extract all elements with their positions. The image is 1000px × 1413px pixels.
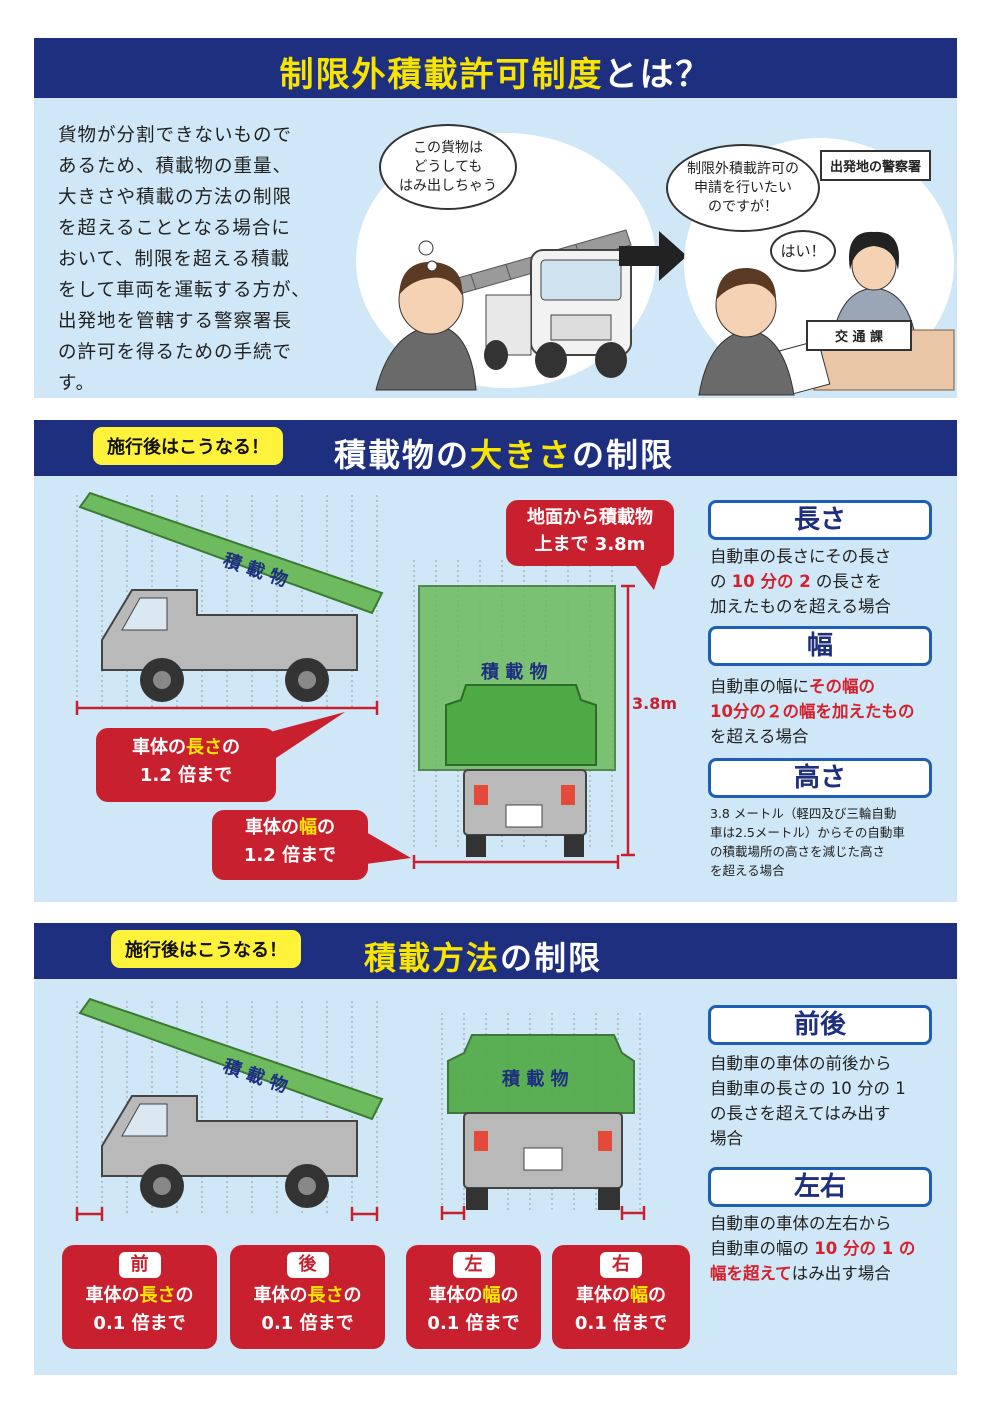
truck-rear-view: 積 載 物 — [440, 1013, 646, 1220]
intro-line: の許可を得るための手続で — [58, 342, 293, 363]
driver-figure — [375, 261, 477, 391]
arrow-right-icon — [619, 231, 687, 281]
truck-rear-view: 積 載 物 — [412, 560, 635, 869]
height-heading: 高さ — [708, 758, 932, 798]
width-description: 自動車の幅にその幅の 10分の２の幅を加えたもの を超える場合 — [710, 677, 915, 746]
width-dimension-line — [412, 855, 620, 869]
front-rear-description: 自動車の車体の前後から 自動車の長さの 10 分の 1 の長さを超えてはみ出す … — [710, 1054, 906, 1148]
rear-limit-box: 後 車体の長さの 0.1 倍まで — [230, 1245, 385, 1349]
section-title-bar: 制限外積載許可制度とは？ — [34, 38, 957, 98]
front-limit-box: 前 車体の長さの 0.1 倍まで — [62, 1245, 217, 1349]
left-limit-box: 左 車体の幅の 0.1 倍まで — [406, 1245, 541, 1349]
intro-line: す。 — [58, 373, 96, 394]
section-title: 制限外積載許可制度とは？ — [279, 55, 712, 95]
callout-pointer — [366, 832, 411, 864]
police-station-sign: 出発地の警察署 — [820, 150, 932, 181]
left-right-description: 自動車の車体の左右から 自動車の幅の 10 分の 1 の 幅を超えてはみ出す場合 — [710, 1214, 916, 1283]
height-dimension-line — [621, 584, 635, 857]
intro-line: あるため、積載物の重量、 — [58, 156, 293, 177]
intro-text: 貨物が分割できないもので あるため、積載物の重量、 大きさや積載の方法の制限 を… — [58, 120, 358, 399]
truck-body — [101, 1095, 358, 1208]
speech-bubble-request: 制限外積載許可の申請を行いたいのですが！ — [666, 144, 820, 232]
thought-dot — [426, 260, 438, 272]
section-loading-method-limits: 積載方法の制限 施行後はこうなる！ 積 載 物 — [34, 923, 957, 1375]
section-permit-overview: 制限外積載許可制度とは？ 貨物が分割できないもので あるため、積載物の重量、 大… — [34, 38, 957, 398]
right-overhang-line — [620, 1206, 646, 1220]
front-rear-heading: 前後 — [708, 1005, 932, 1045]
speech-bubble-officer: はい！ — [770, 230, 836, 272]
section-title: 積載方法の制限 — [364, 939, 603, 977]
intro-line: をして車両を運転する方が、 — [58, 280, 311, 301]
intro-line: 大きさや積載の方法の制限 — [58, 187, 293, 208]
width-limit-box: 車体の幅の 1.2 倍まで — [212, 810, 368, 880]
length-dimension-line — [75, 701, 379, 715]
cargo-block — [78, 491, 384, 615]
left-overhang-line — [440, 1206, 466, 1220]
width-heading: 幅 — [708, 626, 932, 666]
truck-side-view: 積 載 物 — [75, 997, 384, 1221]
section-size-limits: 積載物の大きさの制限 施行後はこうなる！ 積 載 物 車体の長さの 1.2 倍ま… — [34, 420, 957, 902]
after-enforcement-badge: 施行後はこうなる！ — [108, 927, 304, 971]
cargo-label: 積 載 物 — [501, 1068, 569, 1090]
length-description: 自動車の長さにその長さ の 10 分の 2 の長さを 加えたものを超える場合 — [710, 547, 892, 616]
truck-rear — [445, 684, 597, 857]
traffic-division-sign: 交 通 課 — [806, 320, 912, 351]
intro-line: 出発地を管轄する警察署長 — [58, 311, 293, 332]
height-callout-box: 地面から積載物 上まで 3.8m — [506, 500, 674, 566]
left-right-heading: 左右 — [708, 1167, 932, 1207]
intro-line: おいて、制限を超える積載 — [58, 249, 290, 270]
truck-side-view: 積 載 物 — [75, 491, 384, 715]
truck-front — [484, 249, 632, 378]
truck-body — [101, 589, 358, 702]
rear-overhang-line — [350, 1207, 379, 1221]
intro-line: を超えることとなる場合に — [58, 218, 291, 239]
intro-line: 貨物が分割できないもので — [58, 125, 293, 146]
thought-dot — [418, 240, 434, 256]
cargo-block — [78, 997, 384, 1121]
grid-lines — [76, 1001, 378, 1216]
truck-illustration — [375, 229, 632, 391]
grid-lines — [76, 495, 378, 710]
length-heading: 長さ — [708, 500, 932, 540]
applicant-figure — [698, 267, 795, 396]
height-value-label: 3.8m — [632, 694, 678, 713]
front-overhang-line — [75, 1207, 104, 1221]
speech-bubble-driver: この貨物はどうしてもはみ出しちゃう — [379, 124, 517, 210]
length-limit-box: 車体の長さの 1.2 倍まで — [96, 728, 276, 802]
officer-figure — [833, 231, 915, 331]
callout-pointer — [270, 712, 345, 762]
height-description: 3.8 メートル（軽四及び三輪自動 車は2.5メートル）からその自動車 の積載場… — [710, 806, 905, 878]
section-title: 積載物の大きさの制限 — [334, 436, 675, 474]
right-limit-box: 右 車体の幅の 0.1 倍まで — [552, 1245, 690, 1349]
cargo-label: 積 載 物 — [480, 661, 548, 683]
callout-pointer — [634, 564, 662, 590]
after-enforcement-badge: 施行後はこうなる！ — [90, 424, 286, 468]
truck-rear — [447, 1034, 635, 1210]
